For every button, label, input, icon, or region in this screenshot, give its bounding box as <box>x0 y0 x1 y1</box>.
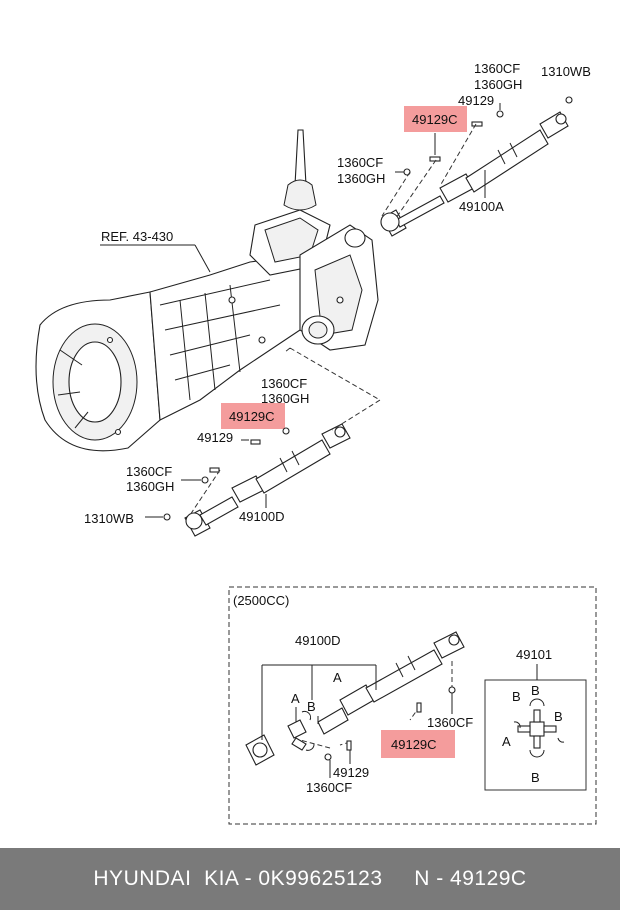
label-kit-b-left: B <box>512 689 521 704</box>
shaft-49100a <box>380 111 569 237</box>
box-bolt-49129 <box>346 740 352 751</box>
label-box-a1: A <box>333 670 342 685</box>
label-top-49129: 49129 <box>458 93 494 108</box>
box-49100d-bracket <box>261 664 377 740</box>
label-mid-1360cf: 1360CF <box>337 155 383 170</box>
bolt-low2-49129 <box>209 467 220 473</box>
label-top-1310wb: 1310WB <box>541 64 591 79</box>
label-low-49100d: 49100D <box>239 509 285 524</box>
label-low-1310wb: 1310WB <box>84 511 134 526</box>
alignment-line-low <box>189 347 381 516</box>
kit-box-49101 <box>484 679 587 791</box>
bolt-top-49129 <box>471 121 483 127</box>
label-box-1360cf2: 1360CF <box>306 780 352 795</box>
nut-top-1310wb <box>565 96 573 104</box>
bolt-top-49129c <box>429 156 441 162</box>
box-shaft-49100d <box>245 631 465 766</box>
nut-low2-1360 <box>201 476 209 484</box>
box-bolt-49129c <box>416 702 422 713</box>
nut-low-1310wb <box>163 513 171 521</box>
box-nut-1360cf2 <box>324 753 332 761</box>
label-top-49100a: 49100A <box>459 199 504 214</box>
label-low-1360cf: 1360CF <box>261 376 307 391</box>
label-low2-1360gh: 1360GH <box>126 479 174 494</box>
nut-top-1360 <box>496 110 504 118</box>
label-box-a2: A <box>291 691 300 706</box>
part-number-footer: HYUNDAI KIA - 0K99625123 N - 49129C <box>0 848 620 910</box>
transmission-assembly <box>35 209 379 452</box>
label-box-49129c: 49129C <box>391 737 437 752</box>
nut-low-1360 <box>282 427 290 435</box>
label-box-b1: B <box>307 699 316 714</box>
bolt-low-49129 <box>250 439 261 445</box>
label-box-1360cf: 1360CF <box>427 715 473 730</box>
label-kit-a: A <box>502 734 511 749</box>
highlight-mid-49129c <box>221 403 285 429</box>
label-low-49129c: 49129C <box>229 409 275 424</box>
shift-lever <box>283 129 317 211</box>
box-nut-1360cf <box>448 686 456 694</box>
label-box-title: (2500CC) <box>233 593 289 608</box>
alignment-line-top <box>381 123 477 219</box>
footer-text: HYUNDAI KIA - 0K99625123 N - 49129C <box>93 867 527 890</box>
label-kit-b-right: B <box>554 709 563 724</box>
label-box-49100d: 49100D <box>295 633 341 648</box>
label-kit-b-top: B <box>531 683 540 698</box>
label-box-49129: 49129 <box>333 765 369 780</box>
shaft-49100d <box>184 423 351 537</box>
label-top-49129c: 49129C <box>412 112 458 127</box>
highlight-box-49129c <box>381 730 455 758</box>
label-top-1360cf: 1360CF <box>474 61 520 76</box>
label-low-49129: 49129 <box>197 430 233 445</box>
label-box-49101: 49101 <box>516 647 552 662</box>
label-low-1360gh: 1360GH <box>261 391 309 406</box>
highlight-top-49129c <box>404 106 467 132</box>
label-low2-1360cf: 1360CF <box>126 464 172 479</box>
parts-diagram: 1360CF 1360GH 1310WB 49129 49129C 1360CF… <box>35 61 597 825</box>
label-kit-b-bottom: B <box>531 770 540 785</box>
label-mid-1360gh: 1360GH <box>337 171 385 186</box>
label-ref: REF. 43-430 <box>101 229 173 244</box>
label-top-1360gh: 1360GH <box>474 77 522 92</box>
kit-universal-joint <box>513 698 565 758</box>
variant-box-2500cc <box>228 586 597 825</box>
